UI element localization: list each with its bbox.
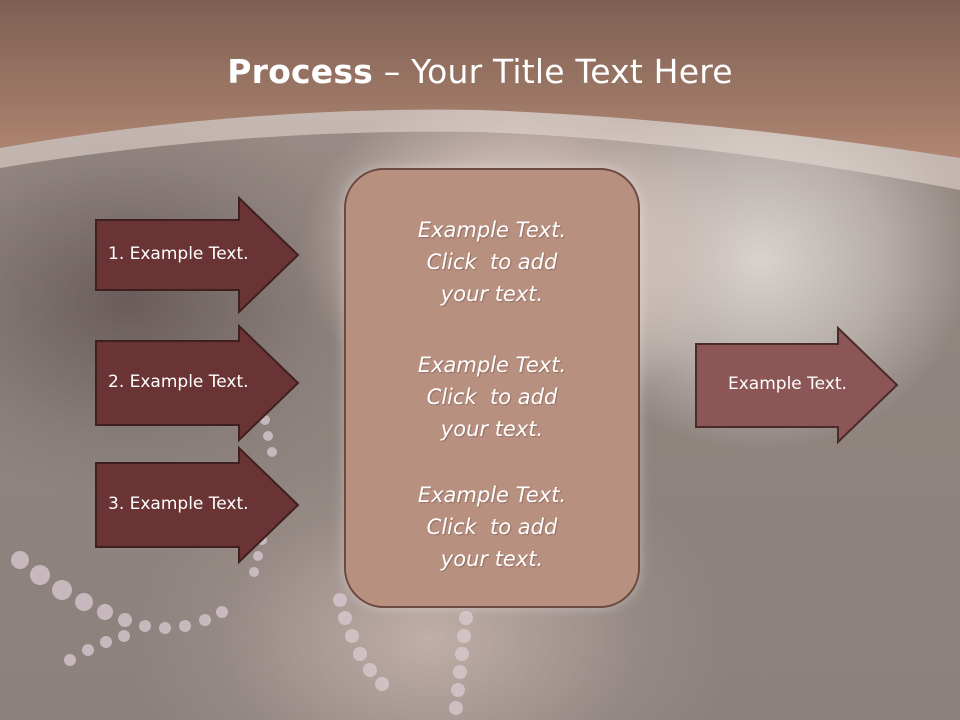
left-arrow-1-label: 1. Example Text. xyxy=(108,244,249,264)
left-arrow-2-label: 2. Example Text. xyxy=(108,372,249,392)
text-line: Example Text. xyxy=(417,353,567,377)
left-arrow-2[interactable]: 2. Example Text. xyxy=(95,323,300,443)
left-arrow-1[interactable]: 1. Example Text. xyxy=(95,195,300,315)
text-line: your text. xyxy=(440,282,544,306)
text-line: Example Text. xyxy=(417,218,567,242)
text-line: your text. xyxy=(440,417,544,441)
text-line: Click to add xyxy=(426,385,558,409)
text-line: Click to add xyxy=(426,515,558,539)
arrow-right-shape xyxy=(95,195,300,315)
arrow-right-shape xyxy=(95,323,300,443)
text-line: Click to add xyxy=(426,250,558,274)
left-arrow-3-label: 3. Example Text. xyxy=(108,494,249,514)
title-bold-part: Process xyxy=(227,52,374,91)
right-arrow[interactable]: Example Text. xyxy=(695,325,900,445)
center-text-box[interactable]: Example Text. Click to add your text. Ex… xyxy=(344,168,640,608)
right-arrow-label: Example Text. xyxy=(728,374,847,394)
header-band xyxy=(0,0,960,158)
title-rest-part: – Your Title Text Here xyxy=(373,52,733,91)
arrow-right-shape xyxy=(95,445,300,565)
center-paragraph-2: Example Text. Click to add your text. xyxy=(346,349,638,445)
left-arrow-3[interactable]: 3. Example Text. xyxy=(95,445,300,565)
center-paragraph-1: Example Text. Click to add your text. xyxy=(346,214,638,310)
header-swoosh xyxy=(0,109,960,190)
text-line: your text. xyxy=(440,547,544,571)
text-line: Example Text. xyxy=(417,483,567,507)
slide-title[interactable]: Process – Your Title Text Here xyxy=(0,52,960,91)
pearl-necklace-decoration xyxy=(11,415,473,715)
arrow-right-shape xyxy=(695,325,899,445)
center-paragraph-3: Example Text. Click to add your text. xyxy=(346,479,638,575)
